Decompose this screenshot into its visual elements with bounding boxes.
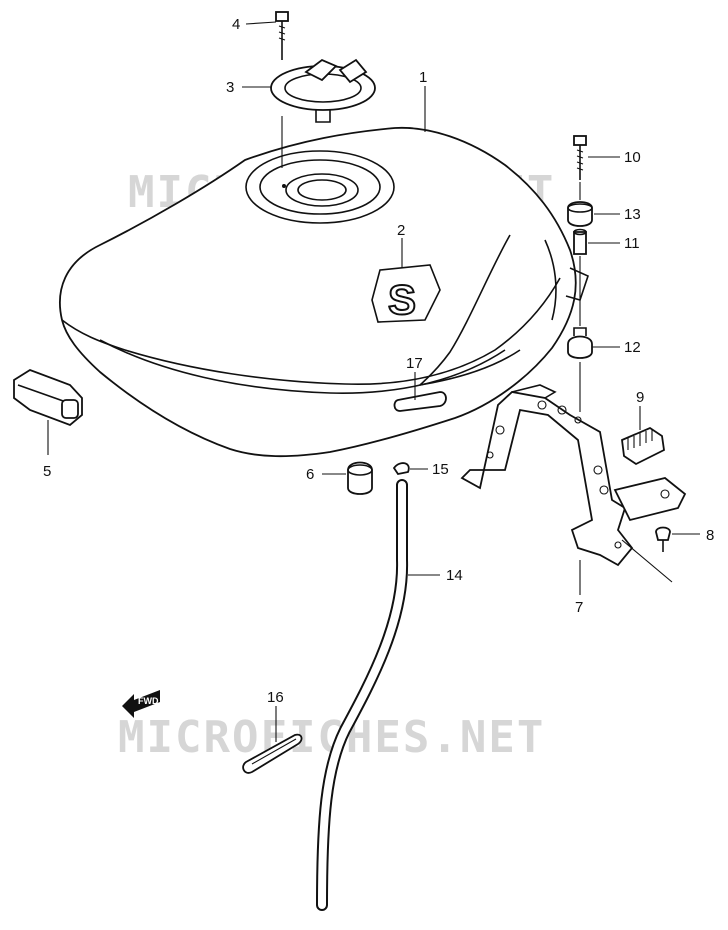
bolt-10 xyxy=(573,135,587,180)
hose-clamp xyxy=(242,733,303,774)
grommet xyxy=(567,327,593,359)
fwd-arrow: FWD xyxy=(122,690,160,718)
callout-1: 1 xyxy=(419,69,427,86)
callout-9: 9 xyxy=(636,389,644,406)
connector xyxy=(621,426,665,466)
fuel-cap xyxy=(270,58,376,123)
tank-bracket xyxy=(460,384,687,583)
callout-16: 16 xyxy=(267,689,284,706)
callout-numbers: 1 2 3 4 5 6 7 8 9 10 11 12 13 14 15 16 1… xyxy=(43,16,714,706)
leader-lines xyxy=(47,21,700,742)
bracket-bolt xyxy=(655,526,671,552)
callout-3: 3 xyxy=(226,79,234,96)
callout-14: 14 xyxy=(446,567,463,584)
callout-6: 6 xyxy=(306,466,314,483)
cushion xyxy=(347,461,373,495)
callout-4: 4 xyxy=(232,16,240,33)
guide-lines xyxy=(281,116,581,412)
hose-clip xyxy=(392,462,410,476)
callout-5: 5 xyxy=(43,463,51,480)
callout-11: 11 xyxy=(624,235,640,252)
fwd-label: FWD xyxy=(138,696,159,706)
rubber-mount xyxy=(13,369,83,427)
drain-hose xyxy=(316,479,409,911)
collar xyxy=(573,228,587,255)
fuel-tank: S xyxy=(59,126,589,458)
callout-13: 13 xyxy=(624,206,641,223)
callout-12: 12 xyxy=(624,339,641,356)
callout-10: 10 xyxy=(624,149,641,166)
callout-7: 7 xyxy=(575,599,583,616)
tank-badge-letter: S xyxy=(388,276,416,323)
callout-8: 8 xyxy=(706,527,714,544)
callout-2: 2 xyxy=(397,222,405,239)
callout-15: 15 xyxy=(432,461,449,478)
callout-17: 17 xyxy=(406,355,423,372)
bushing xyxy=(567,201,593,227)
cap-bolt xyxy=(275,11,289,60)
